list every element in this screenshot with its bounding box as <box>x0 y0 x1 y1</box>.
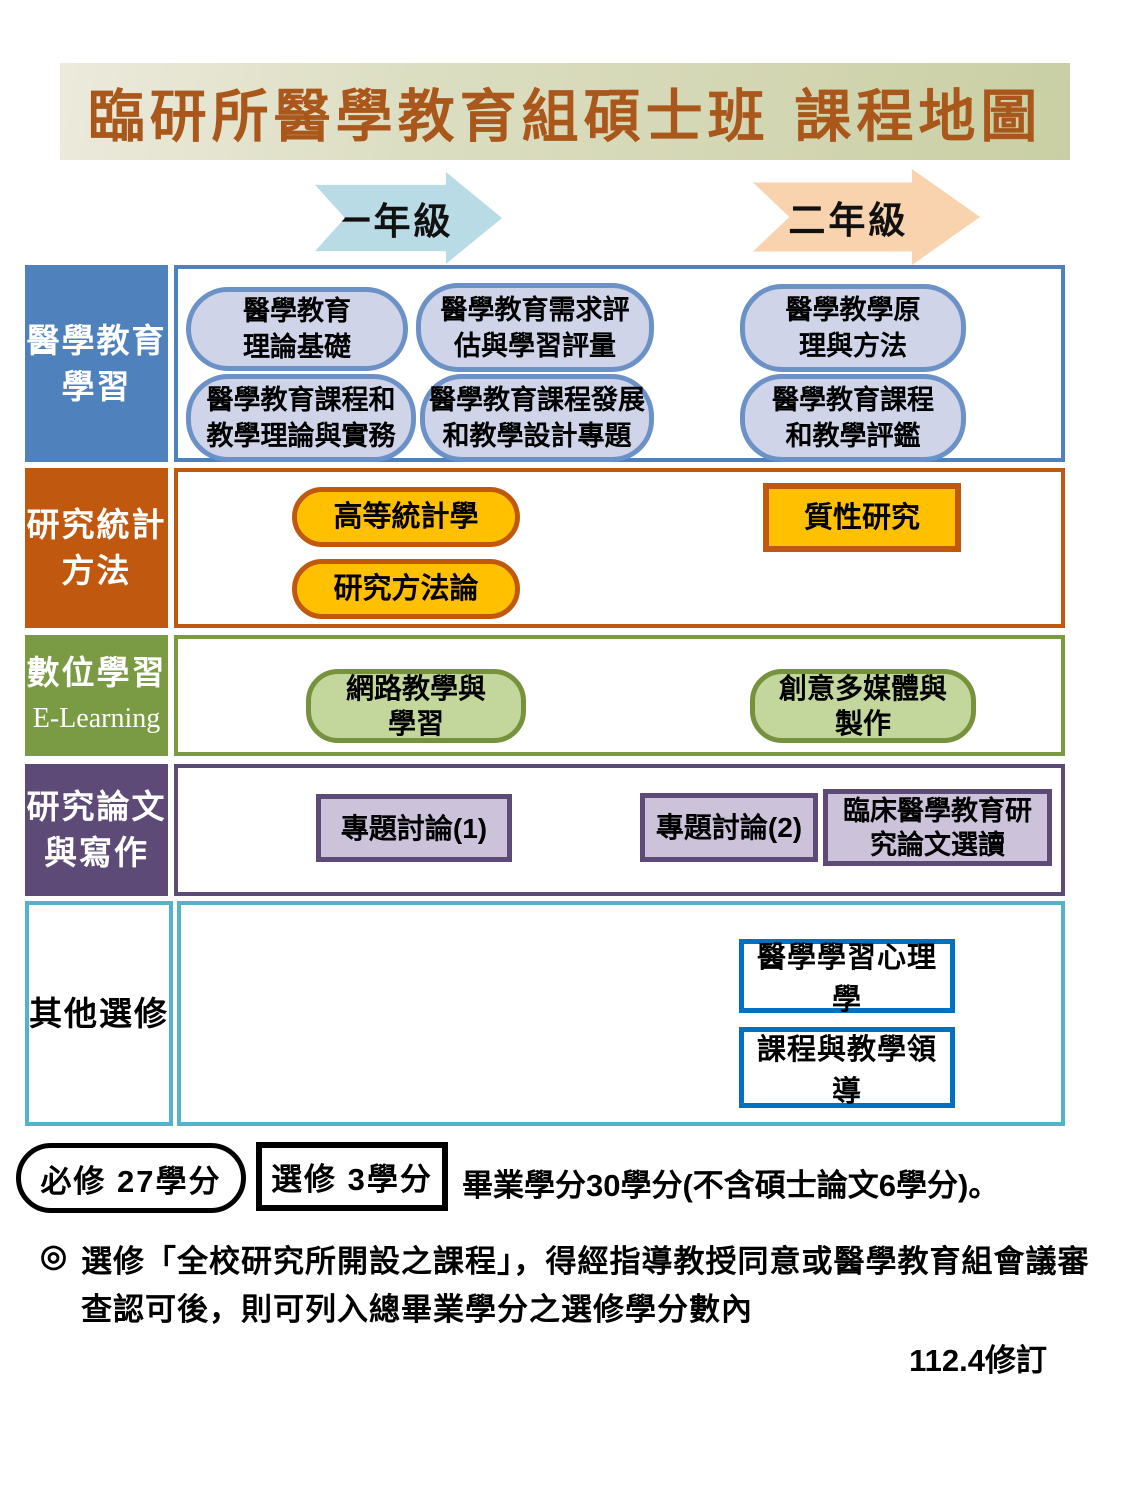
course-text: 理論基礎 <box>243 332 351 362</box>
course-text: 課程與教學領導 <box>756 1033 937 1108</box>
course-text: 醫學教學原 <box>785 295 921 325</box>
course-text: 估與學習評量 <box>454 330 616 361</box>
course-box: 專題討論(2) <box>640 793 818 862</box>
course-text: 醫學教育課程 <box>772 385 934 415</box>
elective-footnote: ◎ 選修「全校研究所開設之課程」，得經指導教授同意或醫學教育組會議審 查認可後，… <box>40 1238 1090 1334</box>
elective-credits-badge: 選修 3學分 <box>256 1142 448 1211</box>
course-text: 網路教學與 <box>345 673 486 704</box>
footnote-marker: ◎ <box>40 1238 68 1273</box>
row-label-thesis-writing: 研究論文 與寫作 <box>25 764 168 896</box>
row-label-line: 方法 <box>61 552 132 589</box>
course-text: 質性研究 <box>803 501 920 534</box>
course-box: 醫學教育課程 和教學評鑑 <box>740 374 966 462</box>
row-label-research-statistics: 研究統計 方法 <box>25 468 168 628</box>
course-text: 研究方法論 <box>333 573 479 605</box>
row-label-line: 研究論文 <box>26 788 167 825</box>
course-box: 醫學教育課程和 教學理論與實務 <box>186 374 416 462</box>
course-text: 製作 <box>834 708 891 739</box>
year1-arrow: 一年級 <box>315 172 502 264</box>
course-text: 教學理論與實務 <box>206 421 396 451</box>
row-label-line: 醫學教育 <box>26 321 167 359</box>
course-text: 創意多媒體與 <box>778 673 947 704</box>
footnote-line: 查認可後，則可列入總畢業學分之選修學分數內 <box>81 1292 754 1327</box>
graduation-credits-text: 畢業學分30學分(不含碩士論文6學分)。 <box>462 1168 1000 1203</box>
course-text: 和教學評鑑 <box>785 421 921 451</box>
year2-arrow-label: 二年級 <box>788 200 909 241</box>
course-text: 醫學學習心理學 <box>756 942 937 1016</box>
course-text: 專題討論(1) <box>340 812 488 844</box>
row-label-line: 數位學習 <box>26 653 167 691</box>
course-box: 研究方法論 <box>292 559 520 619</box>
course-box: 網路教學與 學習 <box>306 669 526 743</box>
year2-arrow: 二年級 <box>753 169 980 265</box>
course-text: 醫學教育課程和 <box>206 385 396 415</box>
row-label-medical-education: 醫學教育 學習 <box>25 265 168 462</box>
elective-credits-text: 選修 3學分 <box>271 1162 433 1197</box>
course-text: 和教學設計專題 <box>442 421 632 451</box>
course-box: 醫學教育需求評 估與學習評量 <box>416 283 654 372</box>
row-label-line: E-Learning <box>32 702 161 734</box>
row-label-line: 研究統計 <box>26 506 167 543</box>
footnote-line: 選修「全校研究所開設之課程」，得經指導教授同意或醫學教育組會議審 <box>81 1244 1090 1279</box>
course-box: 高等統計學 <box>292 487 520 547</box>
course-box: 醫學教學原 理與方法 <box>740 284 966 372</box>
year1-arrow-label: 一年級 <box>333 201 454 242</box>
course-text: 學習 <box>387 708 444 739</box>
course-box: 創意多媒體與 製作 <box>750 669 976 743</box>
course-text: 專題討論(2) <box>655 812 803 843</box>
row-label-other-electives: 其他選修 <box>25 901 173 1126</box>
course-box: 醫學教育課程發展 和教學設計專題 <box>420 374 654 462</box>
course-text: 究論文選讀 <box>870 829 1005 860</box>
required-credits-badge: 必修 27學分 <box>16 1143 246 1213</box>
course-box: 醫學學習心理學 <box>739 939 955 1016</box>
row-label-line: 其他選修 <box>29 994 169 1032</box>
revision-date: 112.4修訂 <box>909 1343 1047 1378</box>
course-text: 臨床醫學教育研 <box>843 795 1032 826</box>
course-text: 理與方法 <box>799 331 907 361</box>
row-label-elearning: 數位學習 E-Learning <box>25 635 168 756</box>
course-box: 臨床醫學教育研 究論文選讀 <box>823 789 1052 866</box>
course-text: 醫學教育 <box>243 296 351 326</box>
required-credits-text: 必修 27學分 <box>40 1163 222 1199</box>
page-title: 臨研所醫學教育組碩士班 課程地圖 <box>87 82 1043 150</box>
course-box: 課程與教學領導 <box>739 1027 955 1108</box>
course-text: 醫學教育課程發展 <box>429 385 645 415</box>
course-text: 醫學教育需求評 <box>440 294 630 325</box>
title-banner: 臨研所醫學教育組碩士班 課程地圖 <box>60 63 1070 160</box>
course-box: 專題討論(1) <box>316 794 512 862</box>
course-box: 醫學教育 理論基礎 <box>186 287 408 371</box>
course-text: 高等統計學 <box>333 501 479 533</box>
course-box: 質性研究 <box>763 483 961 552</box>
row-label-line: 與寫作 <box>44 834 149 871</box>
row-label-line: 學習 <box>61 367 132 405</box>
